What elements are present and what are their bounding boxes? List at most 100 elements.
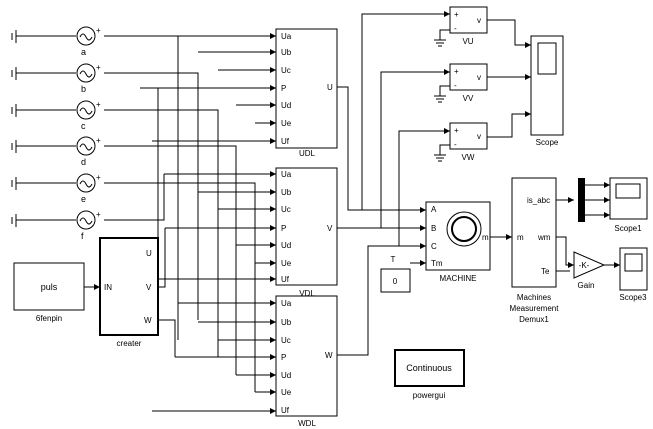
machine-port-a: A (431, 205, 437, 214)
voltage-source-b[interactable]: + b (76, 63, 101, 94)
plus-sign: + (96, 63, 101, 72)
vv-caption: VV (463, 94, 474, 103)
vu-caption: VU (462, 37, 473, 46)
vdl-in-uc: Uc (281, 205, 291, 214)
source-label-a: a (81, 47, 86, 57)
plus-sign: + (96, 100, 101, 109)
vdl-caption: VDL (299, 289, 315, 298)
puls-block[interactable]: puls 6fenpin (13, 262, 85, 323)
powergui-caption: powergui (413, 391, 446, 400)
plus-sign: + (96, 136, 101, 145)
gain-caption: Gain (578, 281, 595, 290)
vv-minus: - (454, 81, 457, 90)
creater-port-u: U (146, 249, 152, 258)
vdl-in-p: P (281, 224, 286, 233)
vdl-block[interactable]: Ua Ub Uc P Ud Ue Uf V VDL (275, 167, 338, 298)
plus-sign: + (96, 26, 101, 35)
wdl-out-w: W (325, 351, 333, 360)
creater-port-v: V (146, 283, 152, 292)
udl-in-ud: Ud (281, 101, 291, 110)
vdl-out-v: V (327, 224, 333, 233)
voltage-source-c[interactable]: + c (76, 100, 101, 131)
creater-caption: creater (117, 339, 142, 348)
source-label-b: b (81, 84, 86, 94)
scope3-caption: Scope3 (619, 293, 647, 302)
constant-name: T (391, 255, 396, 264)
constant-t[interactable]: T 0 (380, 255, 411, 293)
scope3[interactable]: Scope3 (619, 247, 648, 302)
wdl-in-ue: Ue (281, 388, 292, 397)
wdl-in-p: P (281, 353, 286, 362)
voltmeter-vu[interactable]: + - v VU (449, 6, 488, 46)
puls-caption: 6fenpin (36, 314, 62, 323)
udl-out-u: U (327, 83, 333, 92)
voltage-source-d[interactable]: + d (76, 136, 101, 167)
creater-in-port: IN (104, 283, 112, 292)
measure-caption-2: Measurement (510, 304, 560, 313)
machine-port-c: C (431, 242, 437, 251)
udl-in-uc: Uc (281, 66, 291, 75)
source-grounds (11, 30, 446, 227)
wdl-in-ua: Ua (281, 299, 292, 308)
wdl-in-ud: Ud (281, 371, 291, 380)
vw-caption: VW (462, 153, 475, 162)
voltmeter-vw[interactable]: + - v VW (449, 122, 488, 162)
voltage-source-e[interactable]: + e (76, 173, 101, 204)
vu-out: v (477, 16, 481, 25)
plus-sign: + (96, 173, 101, 182)
vv-plus: + (454, 67, 459, 76)
measure-out-wm: wm (537, 233, 551, 242)
scope1-caption: Scope1 (614, 224, 642, 233)
measure-caption-1: Machines (517, 293, 551, 302)
plus-sign: + (96, 210, 101, 219)
vw-out: v (477, 132, 481, 141)
scope-main[interactable]: Scope (530, 35, 564, 147)
vu-plus: + (454, 10, 459, 19)
creater-port-w: W (144, 316, 152, 325)
vv-out: v (477, 73, 481, 82)
demux-bar[interactable] (578, 178, 585, 222)
udl-block[interactable]: Ua Ub Uc P Ud Ue Uf U UDL (275, 28, 338, 158)
wires (84, 11, 620, 414)
gain-block[interactable]: -K- Gain (573, 251, 606, 290)
scope-caption: Scope (536, 138, 559, 147)
machines-measurement-block[interactable]: m is_abc wm Te Machines Measurement Demu… (510, 177, 560, 324)
udl-in-uf: Uf (281, 137, 290, 146)
powergui-text: Continuous (406, 363, 452, 373)
puls-label: puls (41, 282, 58, 292)
machine-port-b: B (431, 224, 436, 233)
voltage-source-f[interactable]: + f (76, 210, 101, 241)
constant-value: 0 (393, 277, 398, 286)
wdl-block[interactable]: Ua Ub Uc P Ud Ue Uf W WDL (275, 295, 338, 428)
udl-in-ua: Ua (281, 32, 292, 41)
udl-in-p: P (281, 84, 286, 93)
source-label-e: e (81, 194, 86, 204)
wdl-in-uc: Uc (281, 336, 291, 345)
wdl-in-ub: Ub (281, 318, 292, 327)
voltmeter-vv[interactable]: + - v VV (449, 63, 488, 103)
wdl-caption: WDL (298, 419, 316, 428)
vw-plus: + (454, 126, 459, 135)
gain-label: -K- (579, 261, 590, 270)
vdl-in-ub: Ub (281, 188, 292, 197)
vw-minus: - (454, 140, 457, 149)
udl-in-ue: Ue (281, 119, 292, 128)
machine-block[interactable]: A B C Tm m MACHINE (425, 201, 491, 283)
source-label-c: c (81, 121, 86, 131)
voltage-source-a[interactable]: + a (76, 26, 101, 57)
vdl-in-ud: Ud (281, 241, 291, 250)
vdl-in-ue: Ue (281, 259, 292, 268)
powergui-block[interactable]: Continuous powergui (394, 349, 465, 400)
measure-out-te: Te (541, 267, 550, 276)
measure-in-m: m (517, 233, 524, 242)
machine-caption: MACHINE (440, 274, 477, 283)
wdl-in-uf: Uf (281, 406, 290, 415)
creater-block[interactable]: IN U V W creater (99, 237, 159, 348)
machine-port-tm: Tm (431, 259, 443, 268)
measure-out-isabc: is_abc (527, 196, 550, 205)
source-label-d: d (81, 157, 86, 167)
scope1[interactable]: Scope1 (609, 177, 648, 233)
machine-port-m: m (482, 233, 489, 242)
